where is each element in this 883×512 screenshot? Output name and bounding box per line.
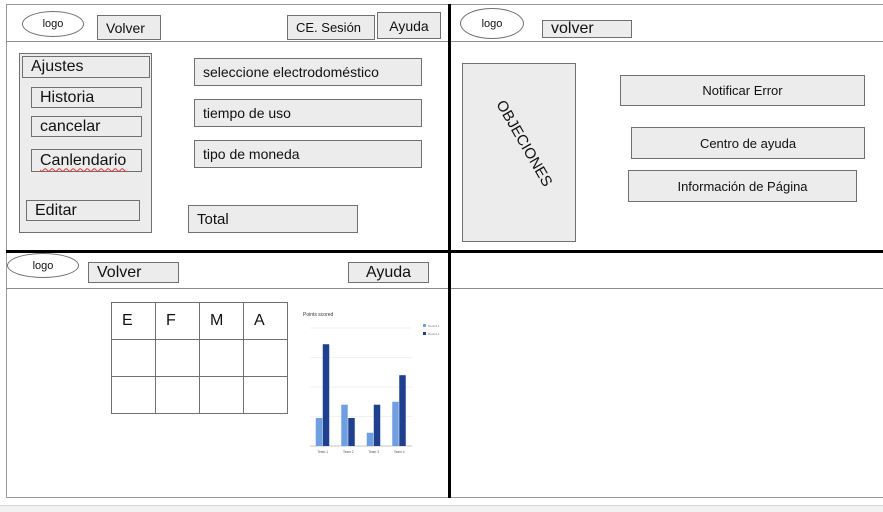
chart-tick-label: Team 1 xyxy=(318,450,329,454)
bottom-bar xyxy=(0,505,883,512)
help-center-button[interactable]: Centro de ayuda xyxy=(631,127,865,159)
chart-bar xyxy=(392,401,399,446)
table-header-cell: E xyxy=(111,302,156,340)
chart-legend-label: Round 2 xyxy=(428,332,440,336)
table-row xyxy=(111,376,288,414)
sidebar-item-calendar-label: Canlendario xyxy=(40,151,127,169)
header-line-bl xyxy=(6,288,448,289)
table-header-cell: A xyxy=(243,302,288,340)
back-button[interactable]: volver xyxy=(542,20,632,38)
logo: logo xyxy=(7,253,79,278)
header-line-tr xyxy=(451,41,883,42)
currency-field[interactable]: tipo de moneda xyxy=(194,140,422,168)
chart-bar xyxy=(373,404,381,446)
chart-legend-swatch xyxy=(423,332,426,335)
chart-tick-label: Team 4 xyxy=(394,450,405,454)
chart-bar xyxy=(399,375,406,446)
page-info-button[interactable]: Información de Página xyxy=(628,170,857,202)
chart-bar xyxy=(315,417,323,446)
appliance-select[interactable]: seleccione electrodoméstico xyxy=(194,58,422,86)
table-cell[interactable] xyxy=(155,339,200,377)
usage-time-field[interactable]: tiempo de uso xyxy=(194,99,422,127)
table-cell[interactable] xyxy=(243,376,288,414)
table-header-cell: F xyxy=(155,302,200,340)
table-cell[interactable] xyxy=(111,339,156,377)
table-header-cell: M xyxy=(199,302,244,340)
chart-legend-swatch xyxy=(423,324,426,327)
months-table: E F M A xyxy=(111,302,288,414)
table-row xyxy=(111,339,288,377)
chart-title: Points scored xyxy=(303,312,334,318)
help-button[interactable]: Ayuda xyxy=(377,12,441,39)
table-header-row: E F M A xyxy=(111,302,288,340)
chart-bar xyxy=(348,417,355,446)
back-button[interactable]: Volver xyxy=(88,262,179,283)
logo: logo xyxy=(460,8,524,39)
table-cell[interactable] xyxy=(243,339,288,377)
table-cell[interactable] xyxy=(199,376,244,414)
logo: logo xyxy=(22,11,84,37)
chart-bar xyxy=(341,404,348,446)
sidebar-item-calendar[interactable]: Canlendario xyxy=(31,149,142,172)
chart-bar xyxy=(322,344,330,446)
help-button[interactable]: Ayuda xyxy=(348,262,429,283)
chart-tick-label: Team 3 xyxy=(369,450,380,454)
header-line-br xyxy=(451,288,883,289)
header-line-tl xyxy=(6,41,448,42)
sidebar-item-settings[interactable]: Ajustes xyxy=(22,56,150,78)
table-cell[interactable] xyxy=(155,376,200,414)
table-cell[interactable] xyxy=(111,376,156,414)
logout-button[interactable]: CE. Sesión xyxy=(287,15,375,40)
sidebar-item-history[interactable]: Historia xyxy=(31,87,142,108)
objections-label: OBJECIONES xyxy=(492,97,556,190)
sidebar-item-cancel[interactable]: cancelar xyxy=(31,116,142,137)
report-error-button[interactable]: Notificar Error xyxy=(620,75,865,106)
total-field[interactable]: Total xyxy=(188,205,358,233)
back-button[interactable]: Volver xyxy=(97,15,161,40)
horizontal-divider xyxy=(6,250,883,253)
objections-panel[interactable]: OBJECIONES xyxy=(462,63,576,242)
sidebar-item-edit[interactable]: Editar xyxy=(26,200,140,221)
chart-legend-label: Round 1 xyxy=(428,324,440,328)
chart-tick-label: Team 2 xyxy=(343,450,354,454)
chart-bar xyxy=(366,432,374,446)
table-cell[interactable] xyxy=(199,339,244,377)
